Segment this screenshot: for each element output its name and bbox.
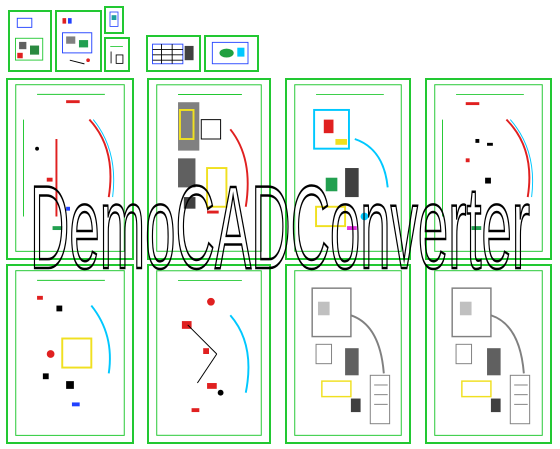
floor-plan-6-drawing — [156, 270, 262, 436]
floor-plan-sheet-6[interactable] — [147, 264, 271, 444]
thumbnail-1[interactable] — [8, 10, 52, 72]
thumbnail-5[interactable] — [146, 35, 201, 72]
floor-plan-5-drawing — [15, 270, 125, 436]
floor-plan-sheet-5[interactable] — [6, 264, 134, 444]
floor-plan-sheet-3[interactable] — [285, 78, 411, 260]
floor-plan-8-drawing — [434, 270, 543, 436]
floor-plan-sheet-7[interactable] — [285, 264, 411, 444]
floor-plan-sheet-1[interactable] — [6, 78, 134, 260]
floor-plan-4-drawing — [434, 84, 543, 252]
thumbnail-4[interactable] — [104, 37, 130, 72]
floor-plan-sheet-2[interactable] — [147, 78, 271, 260]
thumbnail-4-drawing — [110, 46, 124, 64]
thumbnail-1-drawing — [14, 17, 44, 61]
thumbnail-6-drawing — [211, 41, 249, 65]
thumbnail-3[interactable] — [104, 6, 124, 34]
floor-plan-sheet-4[interactable] — [425, 78, 552, 260]
floor-plan-1-drawing — [15, 84, 125, 252]
thumbnail-2-drawing — [62, 18, 93, 65]
thumbnail-5-drawing — [152, 43, 194, 65]
thumbnail-2[interactable] — [55, 10, 102, 72]
thumbnail-6[interactable] — [204, 35, 259, 72]
floor-plan-2-drawing — [156, 84, 262, 252]
floor-plan-7-drawing — [294, 270, 402, 436]
floor-plan-3-drawing — [294, 84, 402, 252]
floor-plan-sheet-8[interactable] — [425, 264, 552, 444]
thumbnail-3-drawing — [109, 11, 119, 27]
